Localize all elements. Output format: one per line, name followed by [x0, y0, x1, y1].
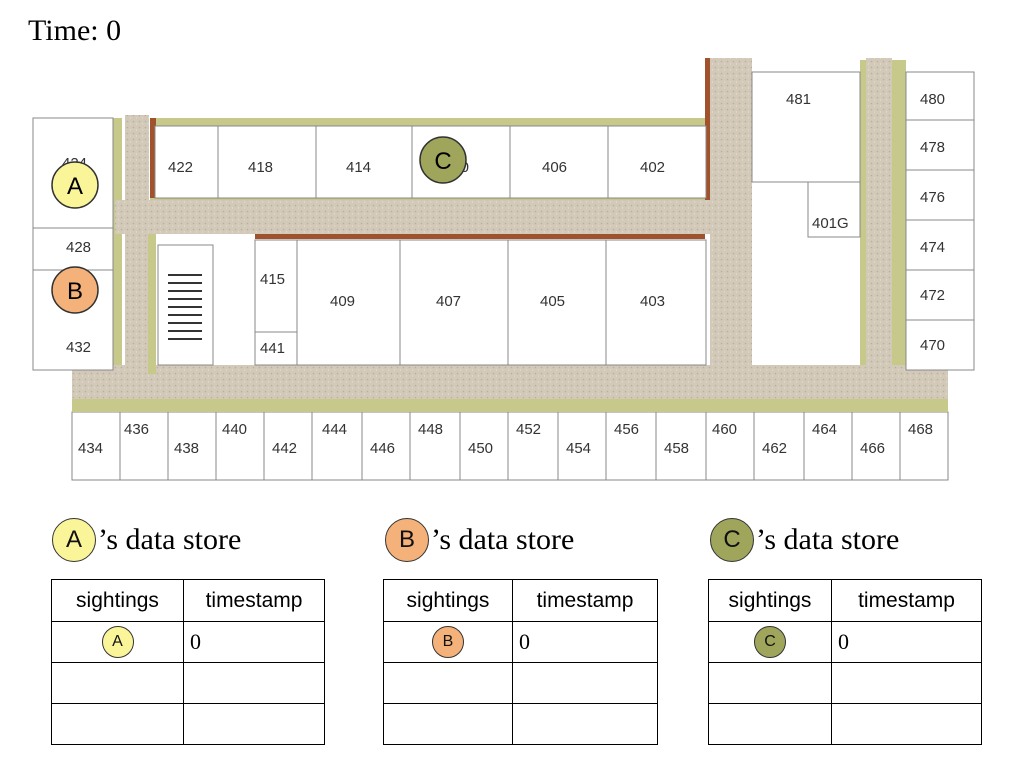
- room-436: 436: [124, 421, 149, 438]
- room-450: 450: [468, 440, 493, 457]
- room-442: 442: [272, 440, 297, 457]
- room-446: 446: [370, 440, 395, 457]
- col-timestamp: timestamp: [831, 579, 982, 622]
- room-422: 422: [168, 159, 193, 176]
- col-sightings: sightings: [383, 579, 513, 622]
- room-462: 462: [762, 440, 787, 457]
- table-row: C 0: [708, 621, 982, 663]
- table-row: [708, 703, 982, 745]
- corridor-top: [115, 200, 715, 234]
- table-row: [51, 662, 325, 704]
- room-407: 407: [436, 293, 461, 310]
- floor-plan: 422 418 414 410 406 402 424 428 432 415 …: [32, 58, 975, 481]
- corridor-bottom: [72, 365, 948, 399]
- table-row: [383, 703, 658, 745]
- room-454: 454: [566, 440, 591, 457]
- corridor-mid-right: [710, 58, 752, 398]
- store-a-title: A ’s data store: [52, 518, 241, 562]
- room-452: 452: [516, 421, 541, 438]
- room-441: 441: [260, 340, 285, 357]
- room-476: 476: [920, 189, 945, 206]
- timestamp-cell: 0: [512, 621, 658, 663]
- room-403: 403: [640, 293, 665, 310]
- room-458: 458: [664, 440, 689, 457]
- room-481: 481: [786, 91, 811, 108]
- store-a-table: sightings timestamp A 0: [51, 579, 325, 745]
- table-row: A 0: [51, 621, 325, 663]
- corridor-right: [866, 58, 892, 398]
- room-480: 480: [920, 91, 945, 108]
- room-414: 414: [346, 159, 371, 176]
- store-b-badge: B: [385, 518, 429, 562]
- store-b-title-text: ’s data store: [431, 523, 575, 556]
- room-440: 440: [222, 421, 247, 438]
- marker-c-label: C: [434, 148, 451, 175]
- room-472: 472: [920, 287, 945, 304]
- room-415: 415: [260, 271, 285, 288]
- col-timestamp: timestamp: [512, 579, 658, 622]
- room-438: 438: [174, 440, 199, 457]
- room-432: 432: [66, 339, 91, 356]
- room-406: 406: [542, 159, 567, 176]
- store-c-title-text: ’s data store: [756, 523, 900, 556]
- table-row: [51, 703, 325, 745]
- room-470: 470: [920, 337, 945, 354]
- col-sightings: sightings: [51, 579, 184, 622]
- store-c-badge: C: [710, 518, 754, 562]
- store-b-table: sightings timestamp B 0: [383, 579, 658, 745]
- room-474: 474: [920, 239, 945, 256]
- timestamp-cell: 0: [831, 621, 982, 663]
- room-466: 466: [860, 440, 885, 457]
- marker-b: B: [51, 266, 99, 314]
- col-timestamp: timestamp: [183, 579, 325, 622]
- table-row: [708, 662, 982, 704]
- room-428: 428: [66, 239, 91, 256]
- wall-strip: [150, 118, 710, 126]
- time-label: Time: 0: [28, 14, 122, 47]
- store-a-badge: A: [52, 518, 96, 562]
- room-418: 418: [248, 159, 273, 176]
- room-405: 405: [540, 293, 565, 310]
- marker-a: A: [51, 161, 99, 209]
- sighting-badge: B: [432, 626, 464, 658]
- room-444: 444: [322, 421, 347, 438]
- room-409: 409: [330, 293, 355, 310]
- room-434: 434: [78, 440, 103, 457]
- room-402: 402: [640, 159, 665, 176]
- room-448: 448: [418, 421, 443, 438]
- room-478: 478: [920, 139, 945, 156]
- marker-c: C: [419, 136, 467, 184]
- store-c-title: C ’s data store: [710, 518, 899, 562]
- room-464: 464: [812, 421, 837, 438]
- col-sightings: sightings: [708, 579, 832, 622]
- table-row: B 0: [383, 621, 658, 663]
- room-401g: 401G: [812, 215, 849, 232]
- corridor-left: [125, 115, 149, 385]
- marker-b-label: B: [67, 278, 83, 305]
- store-c-table: sightings timestamp C 0: [708, 579, 982, 745]
- sighting-badge: A: [101, 626, 134, 658]
- table-row: [383, 662, 658, 704]
- timestamp-cell: 0: [183, 621, 325, 663]
- marker-a-label: A: [67, 173, 83, 200]
- room-460: 460: [712, 421, 737, 438]
- store-b-title: B ’s data store: [385, 518, 574, 562]
- room-468: 468: [908, 421, 933, 438]
- room-456: 456: [614, 421, 639, 438]
- store-a-title-text: ’s data store: [98, 523, 242, 556]
- sighting-badge: C: [754, 626, 786, 658]
